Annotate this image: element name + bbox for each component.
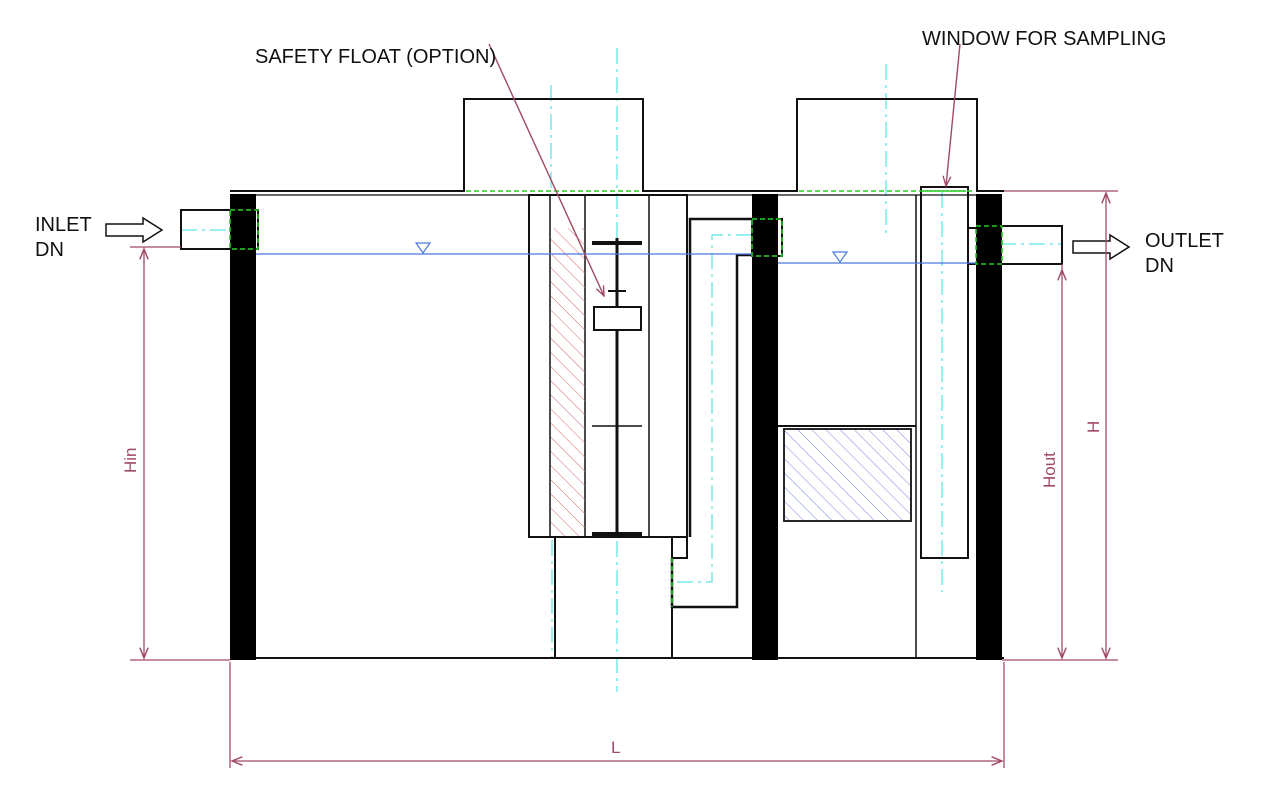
coalescing-chamber xyxy=(528,194,688,658)
filter-chamber xyxy=(778,186,976,658)
h-dimension-label: H xyxy=(1084,421,1103,433)
sampling-window-label: WINDOW FOR SAMPLING xyxy=(922,28,1166,50)
outlet-arrow-icon xyxy=(1072,233,1131,261)
outlet-dn-label: DN xyxy=(1145,255,1174,277)
inlet-dn-label: DN xyxy=(35,239,64,261)
hin-dimension-label: Hin xyxy=(121,447,140,473)
outlet-pipe xyxy=(1000,225,1063,265)
inlet-arrow-icon xyxy=(105,216,164,244)
water-level-icon-1 xyxy=(414,242,432,255)
seal-lines xyxy=(229,190,1003,607)
outlet-label: OUTLET xyxy=(1145,230,1224,252)
hout-dimension-label: Hout xyxy=(1040,452,1059,488)
l-dimension-label: L xyxy=(611,738,620,757)
water-level xyxy=(256,242,976,264)
safety-float xyxy=(592,238,642,536)
tank-walls xyxy=(230,194,1002,660)
center-lines xyxy=(181,48,1062,692)
inlet-label: INLET xyxy=(35,214,92,236)
leader-lines xyxy=(488,43,961,296)
safety-float-label: SAFETY FLOAT (OPTION) xyxy=(255,46,496,68)
dimension-lines xyxy=(130,190,1118,768)
water-level-icon-2 xyxy=(831,251,849,264)
